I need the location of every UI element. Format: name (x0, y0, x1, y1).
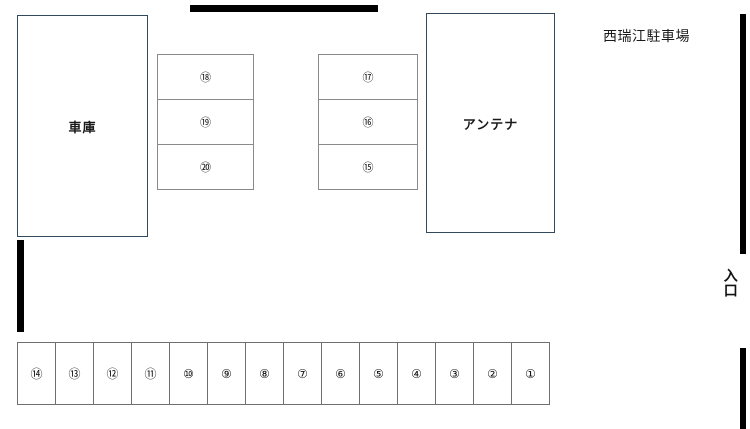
stall-number: ⑪ (144, 366, 157, 381)
parking-stall[interactable]: ⑤ (360, 343, 398, 404)
stall-number: ⑲ (200, 115, 211, 129)
structure-antenna-label: アンテナ (462, 116, 519, 132)
stall-number: ⑧ (259, 366, 270, 381)
wall-right-lower (740, 348, 746, 429)
stall-number: ⑮ (362, 160, 374, 174)
stall-number: ⑭ (30, 366, 43, 381)
parking-stall[interactable]: ⑩ (170, 343, 208, 404)
parking-stall[interactable]: ⑱ (158, 55, 253, 100)
stall-number: ③ (449, 366, 460, 381)
parking-stall[interactable]: ⑬ (56, 343, 94, 404)
stall-number: ④ (411, 366, 422, 381)
parking-stall[interactable]: ① (512, 343, 549, 404)
stall-number: ⑦ (297, 366, 308, 381)
parking-stall[interactable]: ⑯ (319, 100, 417, 145)
lot-title: 西瑞江駐車場 (603, 28, 690, 44)
parking-stall[interactable]: ⑨ (208, 343, 246, 404)
stall-number: ② (487, 366, 498, 381)
stall-number: ⑤ (373, 366, 384, 381)
parking-stall[interactable]: ⑫ (94, 343, 132, 404)
wall-right-upper (740, 14, 746, 254)
parking-stall[interactable]: ⑥ (322, 343, 360, 404)
structure-garage: 車庫 (17, 15, 148, 237)
stall-number: ⑱ (200, 70, 211, 84)
parking-stall[interactable]: ⑳ (158, 145, 253, 189)
structure-antenna: アンテナ (426, 13, 555, 233)
parking-stall[interactable]: ⑪ (132, 343, 170, 404)
parking-stall[interactable]: ⑦ (284, 343, 322, 404)
parking-stall[interactable]: ④ (398, 343, 436, 404)
stall-number: ⑰ (362, 70, 374, 84)
stall-number: ① (525, 366, 536, 381)
parking-stall[interactable]: ⑮ (319, 145, 417, 189)
stall-number: ⑬ (68, 366, 81, 381)
stall-stack-left: ⑱ ⑲ ⑳ (157, 54, 254, 190)
stall-row-bottom: ⑭ ⑬ ⑫ ⑪ ⑩ ⑨ ⑧ ⑦ ⑥ ⑤ ④ ③ (17, 342, 550, 405)
stall-number: ⑥ (335, 366, 346, 381)
stall-number: ⑩ (183, 366, 194, 381)
structure-garage-label: 車庫 (68, 119, 97, 135)
stall-number: ⑯ (362, 115, 374, 129)
parking-stall[interactable]: ② (474, 343, 512, 404)
wall-top (190, 5, 378, 12)
stall-number: ⑫ (106, 366, 119, 381)
entrance-label: 入口 (722, 268, 739, 298)
parking-stall[interactable]: ③ (436, 343, 474, 404)
stall-stack-right: ⑰ ⑯ ⑮ (318, 54, 418, 190)
stall-number: ⑳ (200, 160, 211, 174)
parking-stall[interactable]: ⑭ (18, 343, 56, 404)
parking-stall[interactable]: ⑧ (246, 343, 284, 404)
parking-stall[interactable]: ⑲ (158, 100, 253, 145)
wall-left (17, 240, 24, 332)
stall-number: ⑨ (221, 366, 232, 381)
parking-stall[interactable]: ⑰ (319, 55, 417, 100)
